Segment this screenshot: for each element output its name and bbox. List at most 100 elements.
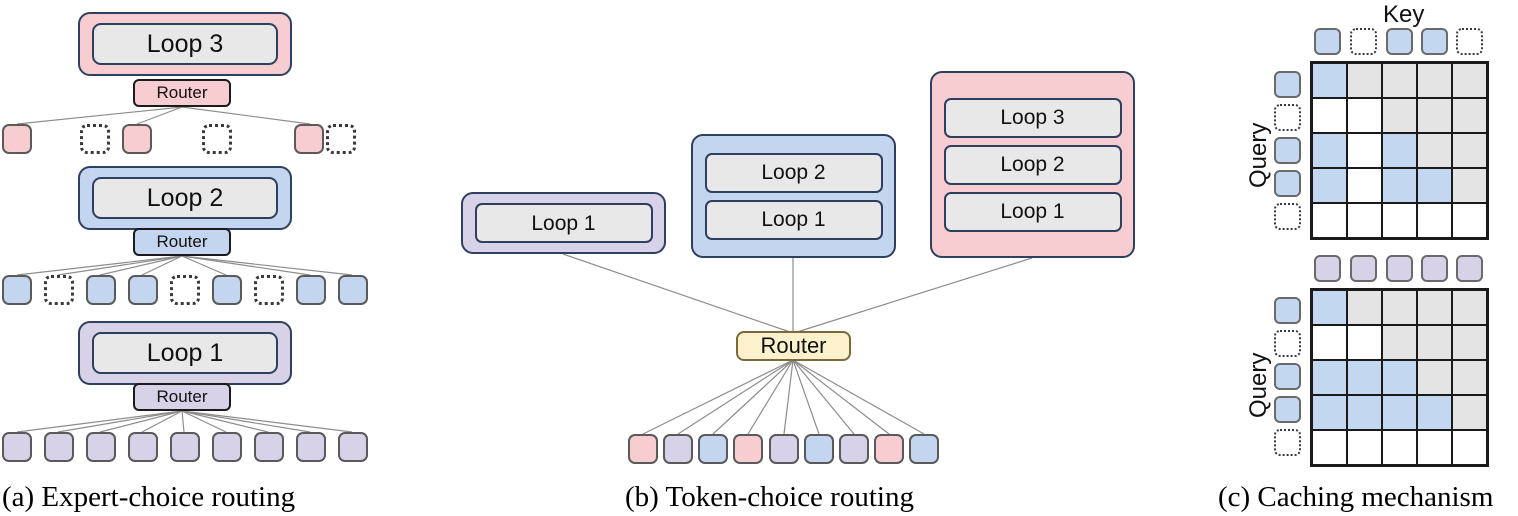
- token-blue-3[interactable]: [86, 275, 116, 305]
- matrix-top: [1310, 61, 1489, 240]
- key-token-top-2-empty[interactable]: [1350, 28, 1377, 55]
- key-token-bottom-5[interactable]: [1456, 255, 1483, 282]
- token-purple-6[interactable]: [212, 432, 242, 462]
- loop1-label: Loop 1: [146, 338, 224, 367]
- matrix-bottom-cell-r1c1: [1312, 290, 1347, 325]
- matrix-top-cell-r4c3: [1382, 168, 1417, 203]
- token-tc-5[interactable]: [769, 434, 799, 464]
- matrix-top-cell-r2c1: [1312, 98, 1347, 133]
- loop1-outer-box: Loop 1: [78, 321, 292, 385]
- matrix-top-cell-r1c4: [1417, 63, 1452, 98]
- expert-pink-loop3-box: Loop 3: [943, 97, 1122, 138]
- matrix-top-cell-r3c2: [1347, 133, 1382, 168]
- key-token-bottom-4[interactable]: [1421, 255, 1448, 282]
- loop3-label: Loop 3: [146, 29, 224, 58]
- token-tc-9[interactable]: [909, 434, 939, 464]
- query-token-bottom-5-empty[interactable]: [1274, 429, 1301, 456]
- key-token-bottom-1[interactable]: [1314, 255, 1341, 282]
- matrix-top-cell-r5c3: [1382, 203, 1417, 238]
- token-blue-1[interactable]: [2, 275, 32, 305]
- key-token-top-1[interactable]: [1314, 28, 1341, 55]
- router-token-choice-label: Router: [760, 333, 827, 358]
- token-blue-6[interactable]: [212, 275, 242, 305]
- matrix-bottom-cell-r5c3: [1382, 430, 1417, 465]
- query-token-bottom-4[interactable]: [1274, 396, 1301, 423]
- token-tc-4[interactable]: [733, 434, 763, 464]
- token-blue-2-empty[interactable]: [44, 275, 74, 305]
- expert-blue-loop2-box: Loop 2: [704, 152, 883, 193]
- key-token-bottom-3[interactable]: [1386, 255, 1413, 282]
- matrix-top-cell-r4c4: [1417, 168, 1452, 203]
- token-purple-8[interactable]: [296, 432, 326, 462]
- matrix-top-cell-r5c2: [1347, 203, 1382, 238]
- key-token-top-4[interactable]: [1421, 28, 1448, 55]
- token-blue-5-empty[interactable]: [170, 275, 200, 305]
- expert-pink-box: Loop 3 Loop 2 Loop 1: [930, 71, 1135, 258]
- query-token-top-5-empty[interactable]: [1274, 203, 1301, 230]
- query-token-bottom-3[interactable]: [1274, 363, 1301, 390]
- token-pink-3[interactable]: [122, 124, 152, 154]
- token-tc-3[interactable]: [698, 434, 728, 464]
- query-token-top-2-empty[interactable]: [1274, 104, 1301, 131]
- token-blue-8[interactable]: [296, 275, 326, 305]
- matrix-top-cell-r4c2: [1347, 168, 1382, 203]
- matrix-bottom-cell-r1c2: [1347, 290, 1382, 325]
- token-purple-7[interactable]: [254, 432, 284, 462]
- expert-pink-loop3-label: Loop 3: [1000, 106, 1065, 129]
- expert-blue-loop1-label: Loop 1: [761, 208, 826, 231]
- expert-blue-box: Loop 2 Loop 1: [691, 134, 896, 258]
- key-token-top-5-empty[interactable]: [1456, 28, 1483, 55]
- loop2-label: Loop 2: [146, 183, 224, 212]
- router-loop1[interactable]: Router: [133, 383, 231, 411]
- matrix-top-cell-r5c5: [1452, 203, 1487, 238]
- token-pink-5[interactable]: [294, 124, 324, 154]
- token-pink-4-empty[interactable]: [202, 124, 232, 154]
- router-loop2[interactable]: Router: [133, 228, 231, 256]
- matrix-bottom-cell-r5c5: [1452, 430, 1487, 465]
- matrix-bottom-cell-r1c5: [1452, 290, 1487, 325]
- token-blue-9[interactable]: [338, 275, 368, 305]
- key-token-top-3[interactable]: [1386, 28, 1413, 55]
- matrix-bottom-cell-r2c1: [1312, 325, 1347, 360]
- token-purple-2[interactable]: [44, 432, 74, 462]
- query-token-top-4[interactable]: [1274, 170, 1301, 197]
- token-pink-1[interactable]: [2, 124, 32, 154]
- router-token-choice[interactable]: Router: [736, 331, 851, 361]
- token-tc-2[interactable]: [663, 434, 693, 464]
- matrix-top-cell-r1c2: [1347, 63, 1382, 98]
- matrix-bottom-cell-r4c3: [1382, 395, 1417, 430]
- token-purple-1[interactable]: [2, 432, 32, 462]
- matrix-top-cell-r3c4: [1417, 133, 1452, 168]
- token-purple-5[interactable]: [170, 432, 200, 462]
- matrix-top-cell-r4c1: [1312, 168, 1347, 203]
- token-tc-7[interactable]: [839, 434, 869, 464]
- matrix-bottom-cell-r5c4: [1417, 430, 1452, 465]
- expert-pink-loop2-label: Loop 2: [1000, 153, 1065, 176]
- router-loop3[interactable]: Router: [133, 79, 231, 107]
- token-purple-4[interactable]: [128, 432, 158, 462]
- matrix-top-cell-r5c1: [1312, 203, 1347, 238]
- token-tc-8[interactable]: [874, 434, 904, 464]
- token-tc-1[interactable]: [628, 434, 658, 464]
- query-token-top-1[interactable]: [1274, 71, 1301, 98]
- token-tc-6[interactable]: [804, 434, 834, 464]
- token-purple-9[interactable]: [338, 432, 368, 462]
- token-pink-2-empty[interactable]: [80, 124, 110, 154]
- token-pink-6-empty[interactable]: [326, 124, 356, 154]
- key-token-bottom-2[interactable]: [1350, 255, 1377, 282]
- query-token-top-3[interactable]: [1274, 137, 1301, 164]
- query-axis-label-bottom: Query: [1245, 352, 1272, 418]
- loop3-label-box: Loop 3: [92, 23, 278, 65]
- loop2-label-box: Loop 2: [92, 177, 278, 219]
- matrix-bottom-cell-r3c2: [1347, 360, 1382, 395]
- matrix-bottom-cell-r1c3: [1382, 290, 1417, 325]
- router-loop2-label: Router: [156, 232, 208, 251]
- loop1-label-box: Loop 1: [92, 332, 278, 374]
- caption-panel-a: (a) Expert-choice routing: [2, 481, 296, 513]
- token-purple-3[interactable]: [86, 432, 116, 462]
- token-blue-4[interactable]: [128, 275, 158, 305]
- token-blue-7-empty[interactable]: [254, 275, 284, 305]
- query-token-bottom-2-empty[interactable]: [1274, 330, 1301, 357]
- query-token-bottom-1[interactable]: [1274, 297, 1301, 324]
- expert-purple-loop1-label: Loop 1: [531, 211, 596, 235]
